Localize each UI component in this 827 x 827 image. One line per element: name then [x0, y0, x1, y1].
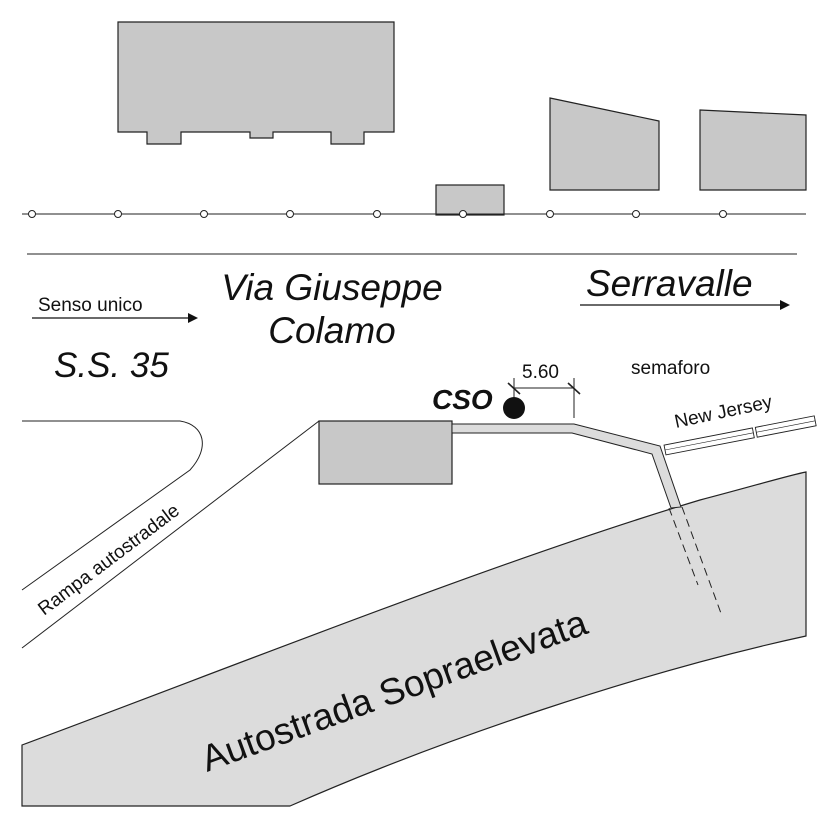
rampa-edge-upper: [21, 420, 203, 591]
building-small: [435, 184, 505, 216]
autostrada-band: [21, 471, 807, 807]
pole: [200, 210, 208, 218]
building-right-2: [699, 109, 807, 191]
pole: [114, 210, 122, 218]
building-right-1: [549, 97, 660, 191]
senso-unico-label: Senso unico: [38, 295, 143, 316]
pipe-dashed-1: [668, 507, 699, 586]
pole: [546, 210, 554, 218]
cso-marker-icon: [503, 397, 525, 419]
pole: [373, 210, 381, 218]
dimension-slash-right: [567, 382, 581, 395]
street-name-line2: Colamo: [268, 310, 396, 351]
pole: [28, 210, 36, 218]
street-name-line1: Via Giuseppe: [221, 267, 442, 308]
cso-label: CSO: [432, 384, 493, 415]
pipe-dashed-2: [681, 506, 723, 617]
poles: [28, 210, 727, 218]
rampa-label: Rampa autostradale: [34, 500, 183, 620]
dimension-label: 5.60: [522, 362, 559, 383]
pole: [719, 210, 727, 218]
rampa-edge-lower: [21, 420, 320, 649]
semaforo-label: semaforo: [631, 358, 710, 379]
road-code-label: S.S. 35: [54, 346, 169, 385]
building-large: [117, 21, 395, 145]
pole: [632, 210, 640, 218]
pole: [286, 210, 294, 218]
building-cso: [318, 420, 453, 485]
destination-label: Serravalle: [586, 263, 753, 304]
pipe-strip: [451, 423, 682, 509]
pole: [459, 210, 467, 218]
dimension-slash-left: [507, 382, 521, 395]
new-jersey-barriers: [663, 415, 817, 456]
